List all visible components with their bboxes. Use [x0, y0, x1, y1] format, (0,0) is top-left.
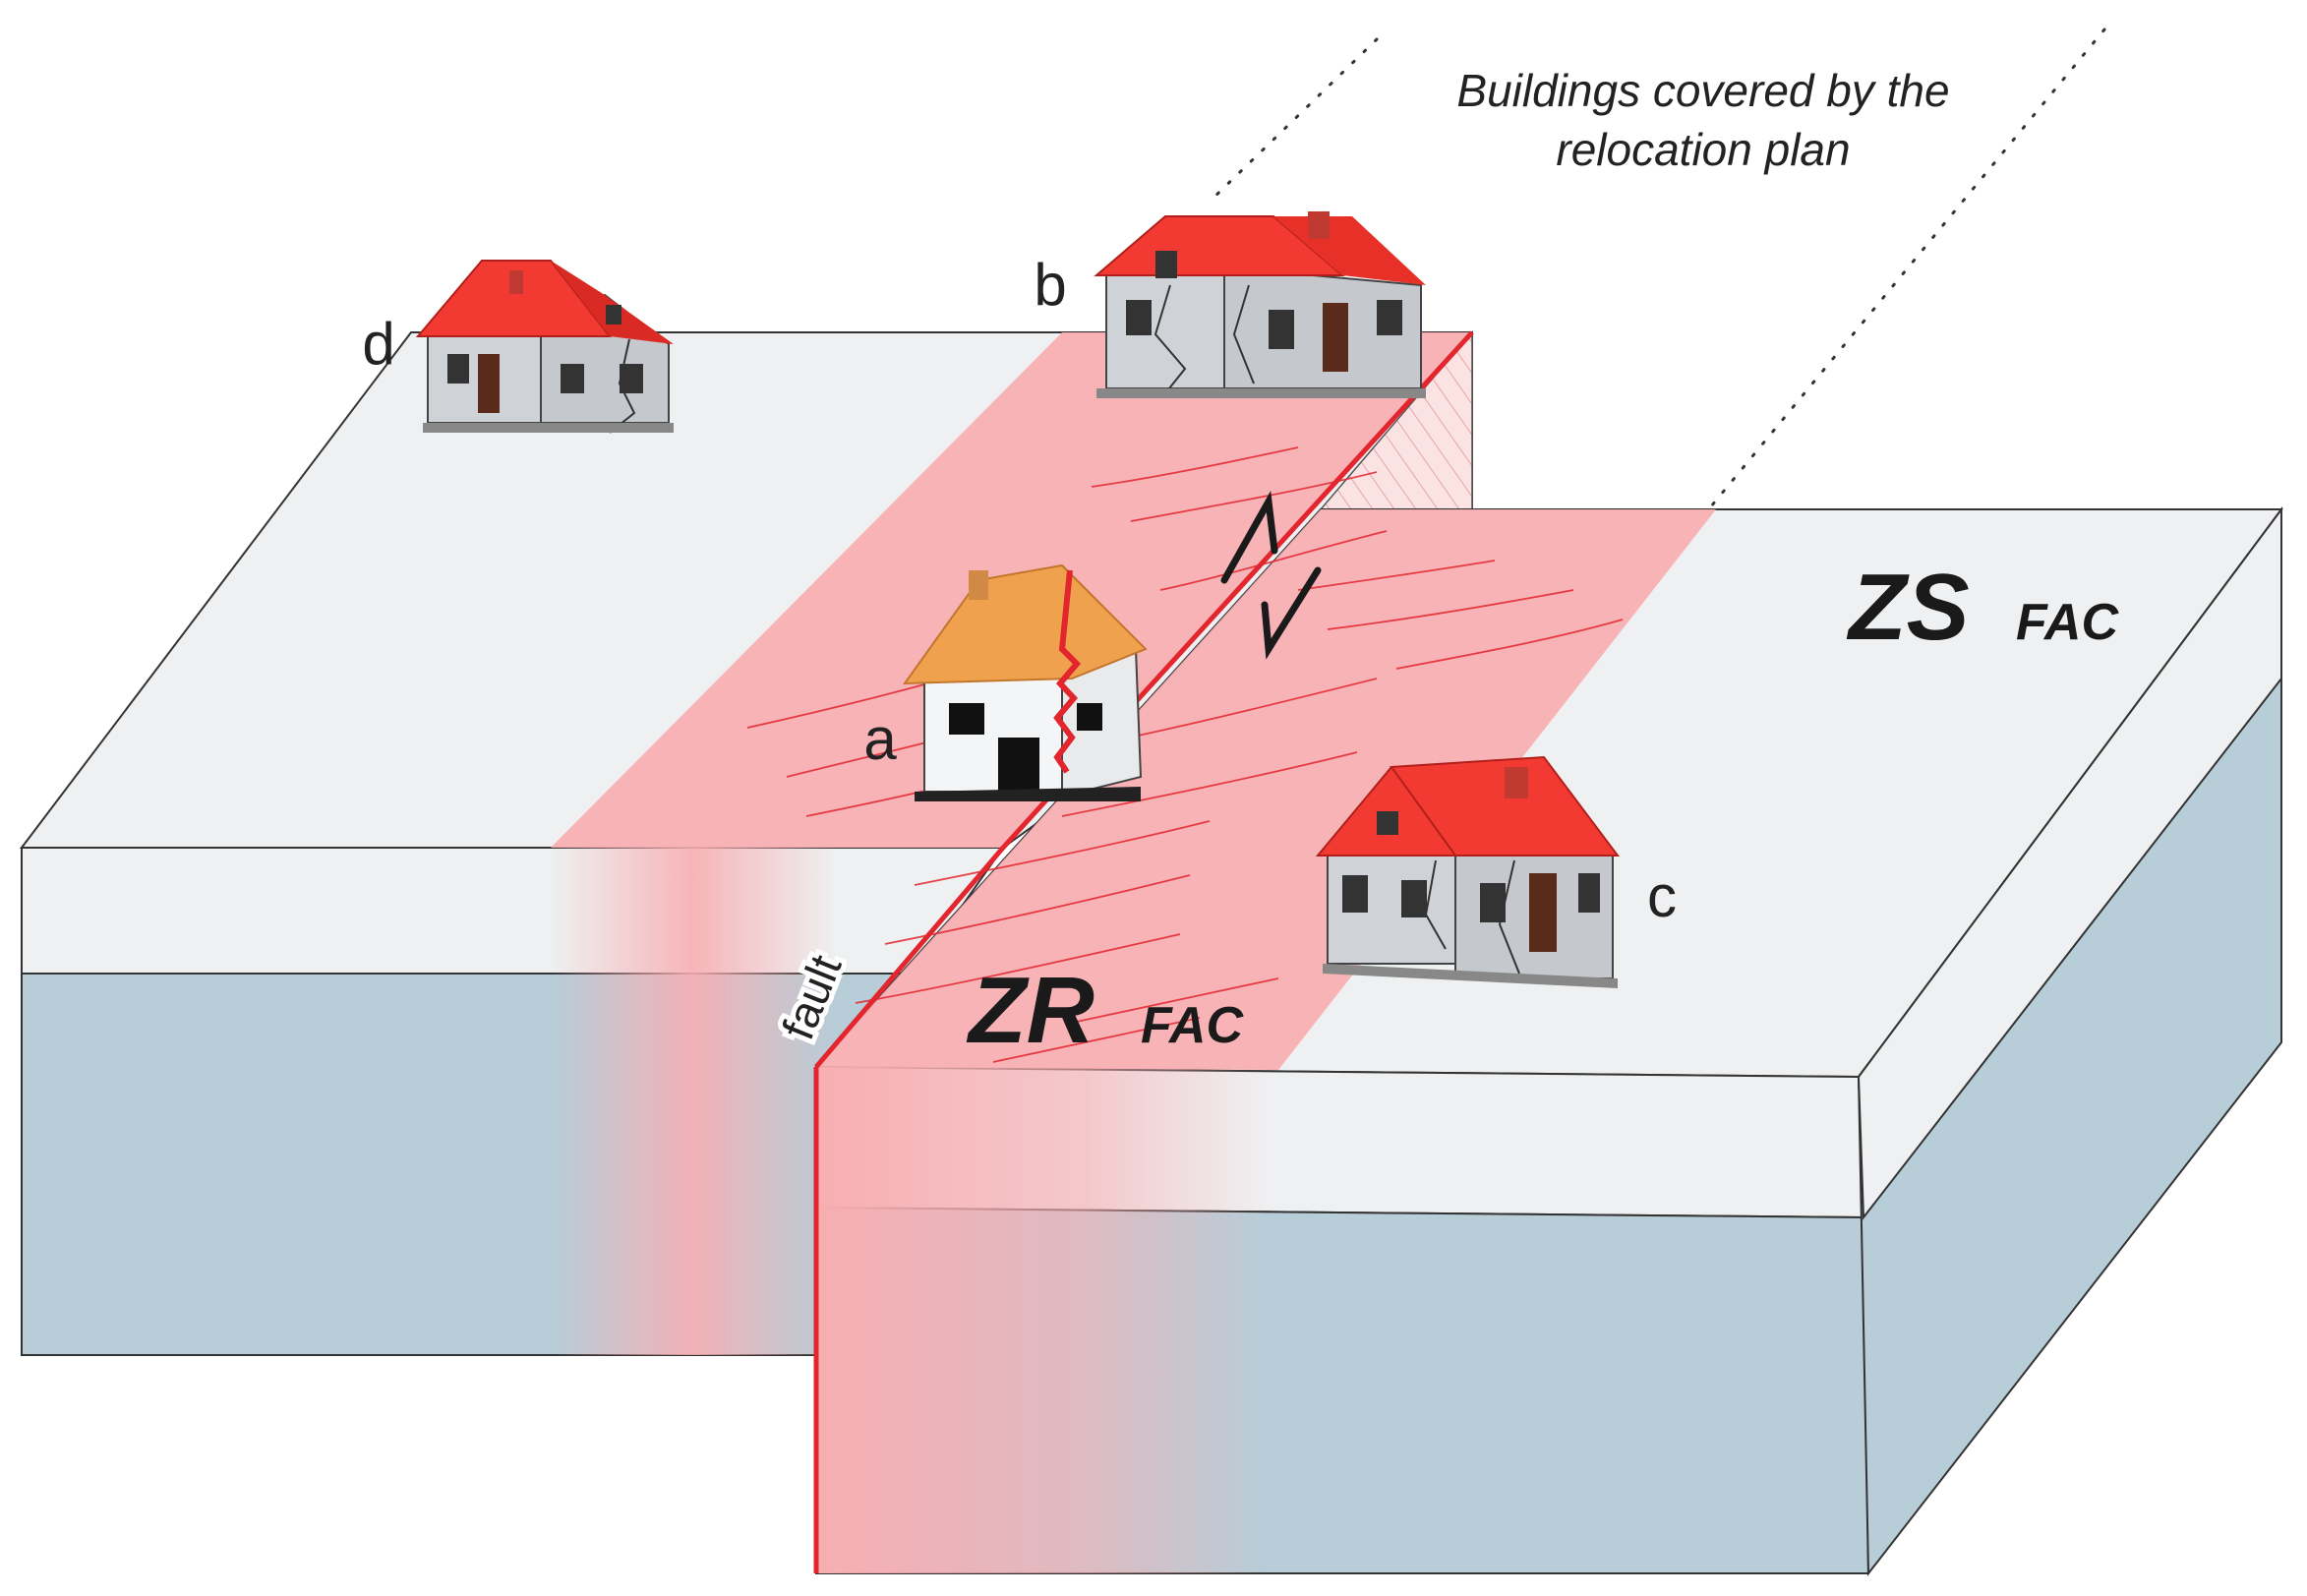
annotation-text: Buildings covered by the relocation plan	[1456, 65, 1949, 175]
left-block-upper-face	[21, 847, 1005, 975]
right-block-side-band	[1857, 505, 2282, 1220]
zs-label-main: ZS	[1846, 555, 1970, 660]
slip-arrow-up	[1220, 490, 1278, 584]
house-c-label: c	[1647, 863, 1677, 929]
house-b-label: b	[1034, 252, 1066, 318]
fault-zone-right-part	[816, 509, 1716, 1070]
annotation-line-1: Buildings covered by the	[1456, 65, 1949, 116]
fault-line	[813, 330, 1474, 1573]
house-b	[1094, 211, 1426, 398]
zs-label-sub: FAC	[2016, 594, 2119, 651]
house-d	[415, 260, 674, 434]
slip-arrow-down	[1261, 566, 1322, 660]
left-face-fault-fade	[551, 848, 836, 1355]
fault-zone-striations	[746, 446, 1624, 1063]
zr-fac-label: ZR FAC	[966, 958, 1244, 1063]
annotation-line-2: relocation plan	[1556, 124, 1850, 175]
slip-arrows	[1220, 490, 1322, 660]
house-d-label: d	[362, 311, 394, 377]
right-face-fault-fade	[816, 1067, 1269, 1573]
house-a-label: a	[863, 706, 897, 772]
house-a	[903, 563, 1148, 801]
zs-fac-label: ZS FAC	[1846, 555, 2119, 660]
house-c	[1315, 755, 1620, 988]
zr-label-main: ZR	[966, 958, 1094, 1063]
zr-label-sub: FAC	[1141, 997, 1244, 1054]
